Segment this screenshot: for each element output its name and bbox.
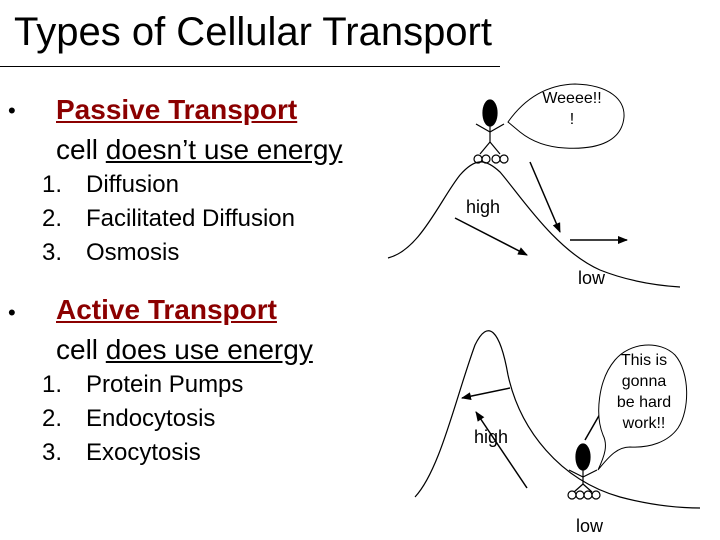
active-bullet: •: [8, 300, 16, 325]
downhill-arrow-left: [454, 217, 528, 256]
passive-hill-curve: [387, 161, 681, 288]
active-hill-curve: [414, 330, 701, 509]
stick-figure-bottom: [567, 443, 601, 500]
list-item-label: Facilitated Diffusion: [86, 205, 295, 232]
slide-title: Types of Cellular Transport: [14, 10, 492, 54]
list-number: 1.: [42, 371, 63, 398]
active-heading: Active Transport: [56, 294, 277, 325]
list-item-label: Exocytosis: [86, 439, 201, 466]
bottom-low-label: low: [576, 516, 604, 536]
speech-line: This is: [620, 352, 668, 369]
list-number: 1.: [42, 171, 63, 198]
active-subtitle: cell does use energy: [56, 334, 313, 366]
downhill-arrow-right: [529, 161, 561, 233]
speech-line: work!!: [622, 415, 666, 432]
active-subtitle-emphasis: does use energy: [105, 334, 313, 365]
list-item-label: Protein Pumps: [86, 371, 244, 398]
list-item: 2. Facilitated Diffusion: [42, 202, 295, 236]
list-item-label: Endocytosis: [86, 405, 216, 432]
uphill-arrow-left: [461, 387, 511, 401]
active-subtitle-prefix: cell: [56, 334, 106, 365]
top-high-label: high: [466, 197, 501, 217]
passive-subtitle-prefix: cell: [56, 134, 106, 165]
list-item: 3. Exocytosis: [42, 436, 243, 470]
top-low-label: low: [578, 268, 606, 288]
uphill-arrow-diagonal: [475, 411, 528, 489]
speech-line: gonna: [621, 373, 667, 390]
list-number: 2.: [42, 205, 63, 232]
active-list: 1. Protein Pumps 2. Endocytosis 3. Exocytos…: [42, 368, 243, 470]
list-number: 2.: [42, 405, 63, 432]
title-underline: [0, 66, 500, 67]
passive-subtitle-emphasis: doesn’t use energy: [105, 134, 343, 165]
speech-line: Weeee!!: [542, 90, 602, 107]
list-item-label: Osmosis: [86, 239, 180, 266]
speech-bubble-top-text: Weeee!! !: [530, 88, 614, 130]
passive-heading: Passive Transport: [56, 94, 298, 125]
speech-line: !: [569, 111, 575, 128]
stick-figure-top: [473, 99, 509, 164]
list-item: 1. Protein Pumps: [42, 368, 243, 402]
passive-subtitle: cell doesn’t use energy: [56, 134, 342, 166]
speech-line: be hard: [616, 394, 672, 411]
speech-bubble-bottom-text: This is gonna be hard work!!: [608, 350, 680, 434]
speech-bubble-top: [507, 83, 625, 149]
list-number: 3.: [42, 239, 63, 266]
passive-bullet: •: [8, 98, 16, 123]
list-item: 1. Diffusion: [42, 168, 295, 202]
list-item: 3. Osmosis: [42, 236, 295, 270]
list-item: 2. Endocytosis: [42, 402, 243, 436]
speech-bubble-bottom: [597, 344, 688, 471]
list-item-label: Diffusion: [86, 171, 179, 198]
bottom-high-label: high: [474, 427, 509, 447]
passive-list: 1. Diffusion 2. Facilitated Diffusion 3. Os…: [42, 168, 295, 270]
list-number: 3.: [42, 439, 63, 466]
